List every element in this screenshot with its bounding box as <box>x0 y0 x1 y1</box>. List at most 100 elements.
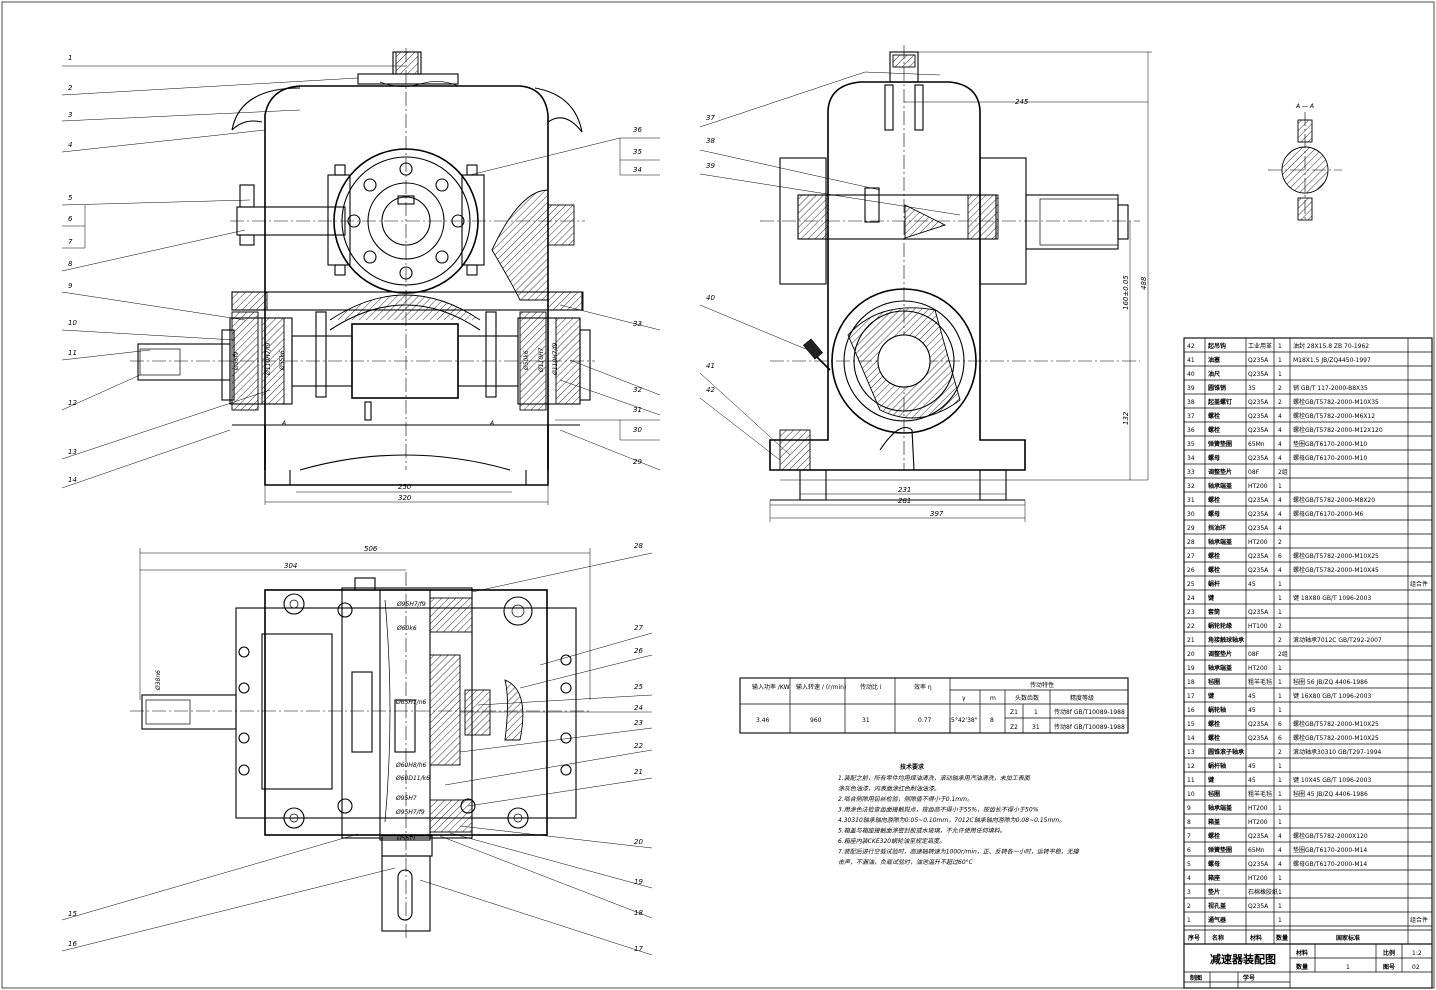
callout-21: 21 <box>634 768 643 776</box>
bom-cell-qty: 6 <box>1278 553 1282 560</box>
section-mark-a: A <box>489 420 494 427</box>
bom-cell-name: 键 <box>1207 594 1215 602</box>
bom-cell-qty: 1 <box>1278 343 1282 350</box>
side-dim-160: 160±0.05 <box>1122 275 1130 310</box>
bom-cell-std: 螺栓GB/T5782-2000-M12X120 <box>1293 426 1383 434</box>
bom-cell-mat: 45 <box>1248 581 1256 588</box>
fit-label: Ø95H7/f9 <box>395 809 425 816</box>
bom-cell-note: 组合件 <box>1410 916 1428 924</box>
spec-header-speed: 输入转速 / (r/min) <box>796 683 846 691</box>
bom-cell-name: 毡圈 <box>1208 678 1220 686</box>
callout-27: 27 <box>634 624 643 632</box>
bom-cell-mat: Q235A <box>1248 609 1269 616</box>
callout-41: 41 <box>706 362 715 370</box>
bom-cell-no: 4 <box>1187 875 1191 882</box>
bom-cell-qty: 1 <box>1278 595 1282 602</box>
side-dim-488: 488 <box>1140 276 1148 290</box>
bom-cell-no: 23 <box>1187 609 1195 616</box>
bom-cell-no: 39 <box>1187 385 1195 392</box>
callout-6: 6 <box>68 215 73 223</box>
bom-cell-name: 蜗轮轮缘 <box>1208 622 1232 630</box>
bom-cell-std: 滚动轴承30310 GB/T297-1994 <box>1293 748 1382 756</box>
bom-cell-no: 30 <box>1187 511 1195 518</box>
bom-cell-std: 螺栓GB/T5782-2000X120 <box>1293 832 1368 840</box>
callout-30: 30 <box>633 426 642 434</box>
bom-cell-mat: Q235A <box>1248 903 1269 910</box>
callout-29: 29 <box>633 458 642 466</box>
bom-header-no: 序号 <box>1187 934 1200 942</box>
bom-cell-mat: Q235A <box>1248 357 1269 364</box>
bom-cell-name: 轴承端盖 <box>1208 804 1232 812</box>
bom-cell-qty: 4 <box>1278 861 1282 868</box>
callout-32: 32 <box>633 386 642 394</box>
spec-m: 8 <box>990 717 994 724</box>
bom-cell-mat: HT200 <box>1248 819 1268 826</box>
bom-cell-name: 轴承端盖 <box>1208 664 1232 672</box>
bom-cell-mat: Q235A <box>1248 833 1269 840</box>
fit-label: Ø38n6 <box>155 670 162 691</box>
callout-9: 9 <box>68 282 73 290</box>
bom-cell-name: 螺母 <box>1208 860 1220 868</box>
bom-cell-std: 毡圈 45 JB/ZQ 4406-1986 <box>1293 790 1368 798</box>
bom-cell-no: 16 <box>1187 707 1195 714</box>
bom-cell-no: 8 <box>1187 819 1191 826</box>
fit-label: Ø55f9 <box>396 835 415 842</box>
bom-cell-mat: Q235A <box>1248 371 1269 378</box>
fit-label: Ø60H8/h6 <box>395 762 427 769</box>
front-dim-320: 320 <box>398 494 412 502</box>
bom-cell-qty: 1 <box>1278 693 1282 700</box>
bom-cell-no: 14 <box>1187 735 1195 742</box>
title-block: 减速器装配图 材料 数量 1 比例 1:2 图号 02 制图 学号 <box>1183 943 1433 989</box>
bom-cell-std: 螺母GB/T6170-2000-M10 <box>1293 454 1367 462</box>
callout-24: 24 <box>634 704 643 712</box>
bom-cell-name: 箱座 <box>1208 874 1220 882</box>
bom-cell-mat: 65Mn <box>1248 847 1265 854</box>
callout-28: 28 <box>634 542 643 550</box>
bom-header-mat: 材料 <box>1249 934 1262 942</box>
bom-cell-no: 28 <box>1187 539 1195 546</box>
bom-cell-no: 24 <box>1187 595 1195 602</box>
bom-cell-qty: 1 <box>1278 763 1282 770</box>
fit-label: Ø95H7/f9 <box>396 601 426 608</box>
bom-cell-no: 1 <box>1187 917 1191 924</box>
spec-z2: Z2 <box>1010 724 1018 731</box>
bom-cell-no: 9 <box>1187 805 1191 812</box>
front-dim-250: 250 <box>398 483 412 491</box>
callout-37: 37 <box>706 114 715 122</box>
bom-cell-no: 5 <box>1187 861 1191 868</box>
spec-sub-grade: 精度等级 <box>1070 694 1094 702</box>
bom-cell-mat: Q235A <box>1248 525 1269 532</box>
callout-25: 25 <box>634 683 643 691</box>
side-dim-231: 231 <box>898 486 911 494</box>
fit-label: Ø65H7/n6 <box>395 699 427 706</box>
bom-cell-qty: 1 <box>1278 581 1282 588</box>
bom-cell-qty: 4 <box>1278 833 1282 840</box>
callout-20: 20 <box>634 838 643 846</box>
bom-cell-no: 3 <box>1187 889 1191 896</box>
bom-cell-no: 12 <box>1187 763 1195 770</box>
bom-cell-name: 调整垫片 <box>1208 468 1232 476</box>
bom-cell-name: 起吊钩 <box>1207 342 1226 350</box>
bom-cell-no: 19 <box>1187 665 1195 672</box>
bom-cell-qty: 4 <box>1278 427 1282 434</box>
bom-cell-no: 7 <box>1187 833 1191 840</box>
bom-cell-name: 蜗杆 <box>1208 580 1220 588</box>
bom-cell-qty: 1 <box>1278 875 1282 882</box>
bom-cell-mat: HT200 <box>1248 805 1268 812</box>
bom-cell-no: 36 <box>1187 427 1195 434</box>
bom-cell-mat: HT200 <box>1248 539 1268 546</box>
